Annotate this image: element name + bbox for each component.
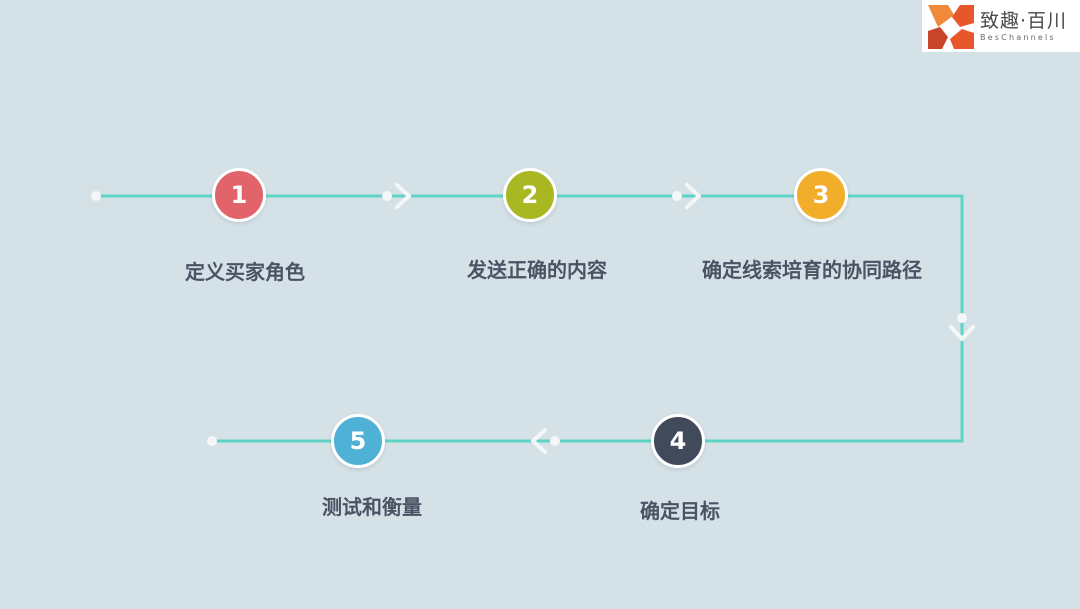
logo-mark-icon — [928, 5, 974, 49]
step-4-number: 4 — [669, 427, 687, 455]
step-1-badge: 1 — [212, 168, 266, 222]
step-3-number: 3 — [812, 181, 830, 209]
end-dot — [207, 436, 217, 446]
logo-subtitle: BesChannels — [980, 33, 1056, 42]
process-connector-line — [96, 194, 964, 443]
step-5-label: 测试和衡量 — [322, 495, 422, 519]
step-5-badge: 5 — [331, 414, 385, 468]
step-2-badge: 2 — [503, 168, 557, 222]
step-1-label: 定义买家角色 — [185, 260, 305, 284]
step-4-badge: 4 — [651, 414, 705, 468]
step-1-number: 1 — [230, 181, 248, 209]
arrow-right-icon — [382, 183, 411, 209]
step-2-label: 发送正确的内容 — [467, 258, 607, 282]
start-dot — [91, 191, 101, 201]
logo-title: 致趣·百川 — [980, 10, 1068, 32]
step-5-number: 5 — [349, 427, 367, 455]
arrow-right-icon — [672, 183, 701, 209]
arrow-down-icon — [949, 313, 975, 341]
brand-logo: 致趣·百川 BesChannels — [922, 0, 1080, 52]
step-2-number: 2 — [521, 181, 539, 209]
step-3-label: 确定线索培育的协同路径 — [702, 258, 922, 282]
step-4-label: 确定目标 — [640, 499, 720, 523]
arrow-left-icon — [531, 428, 560, 454]
step-3-badge: 3 — [794, 168, 848, 222]
